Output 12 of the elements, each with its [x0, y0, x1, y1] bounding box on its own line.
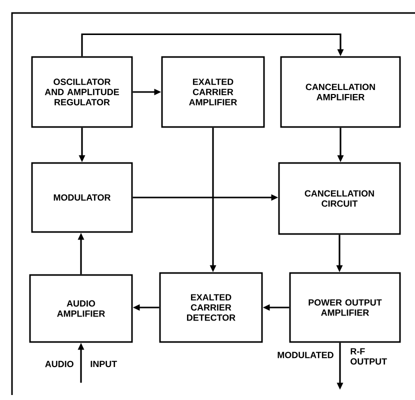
block-box: MODULATOR — [31, 162, 133, 233]
signal-label: INPUT — [90, 360, 117, 368]
block-box: POWER OUTPUT AMPLIFIER — [289, 272, 401, 343]
block-box: OSCILLATOR AND AMPLITUDE REGULATOR — [31, 56, 133, 128]
block-box: AUDIO AMPLIFIER — [29, 274, 133, 343]
block-box: CANCELLATION AMPLIFIER — [280, 56, 401, 128]
block-box: EXALTED CARRIER AMPLIFIER — [161, 56, 265, 128]
signal-label: AUDIO — [45, 360, 74, 368]
signal-label: MODULATED — [278, 352, 334, 358]
block-box: EXALTED CARRIER DETECTOR — [159, 272, 263, 343]
arrow — [81, 33, 344, 56]
block-box: CANCELLATION CIRCUIT — [278, 162, 401, 235]
